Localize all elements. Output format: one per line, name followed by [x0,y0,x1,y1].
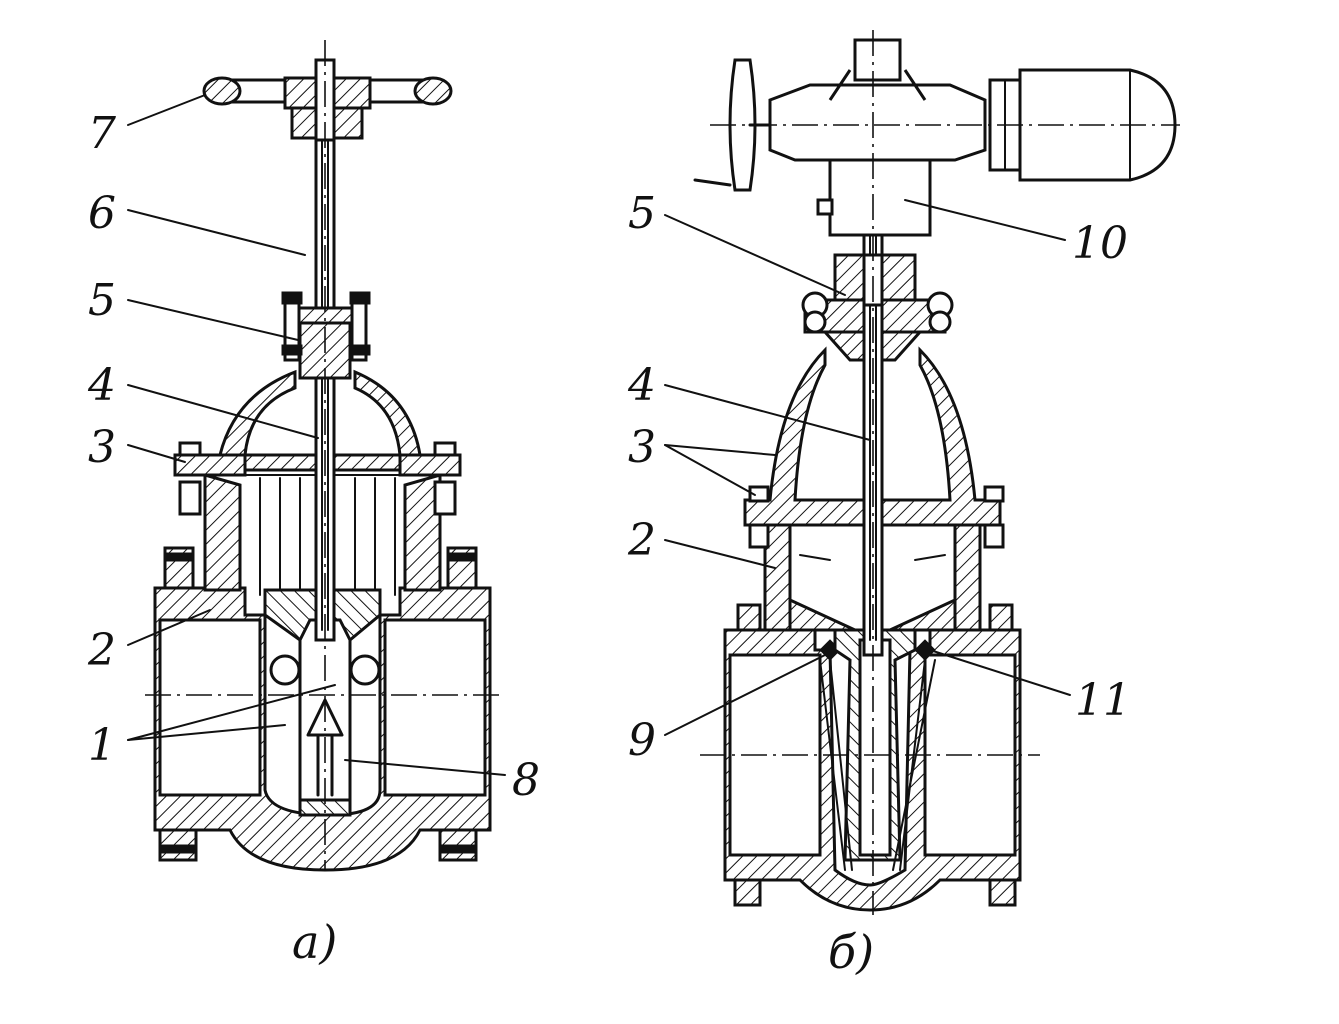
label-a-7: 7 [88,108,116,159]
valve-b [693,30,1180,915]
label-a-2: 2 [87,625,116,676]
caption-b: б) [828,925,874,979]
label-a-3: 3 [88,422,116,473]
valve-b-actuator [693,38,1180,237]
label-a-4: 4 [87,360,116,411]
label-b-10: 10 [1072,218,1128,269]
labels-b: 5 4 3 2 9 11 10 б) [627,188,1131,979]
valve-a-bore [158,618,262,797]
caption-a: а) [292,915,337,969]
label-b-2: 2 [627,515,656,566]
label-b-3: 3 [628,422,656,473]
labels-a: 7 6 5 4 3 2 1 8 а) [87,108,540,969]
label-b-5: 5 [628,188,656,239]
valve-a [145,40,500,872]
label-a-1: 1 [88,720,116,771]
label-b-4: 4 [627,360,656,411]
label-b-11: 11 [1075,675,1131,726]
label-b-9: 9 [628,715,656,766]
leader-lines [127,94,1071,776]
valve-b-bonnet [743,346,1002,527]
label-a-8: 8 [512,755,540,806]
valve-a-handwheel [202,58,453,142]
label-a-6: 6 [88,188,116,239]
label-a-5: 5 [88,275,116,326]
